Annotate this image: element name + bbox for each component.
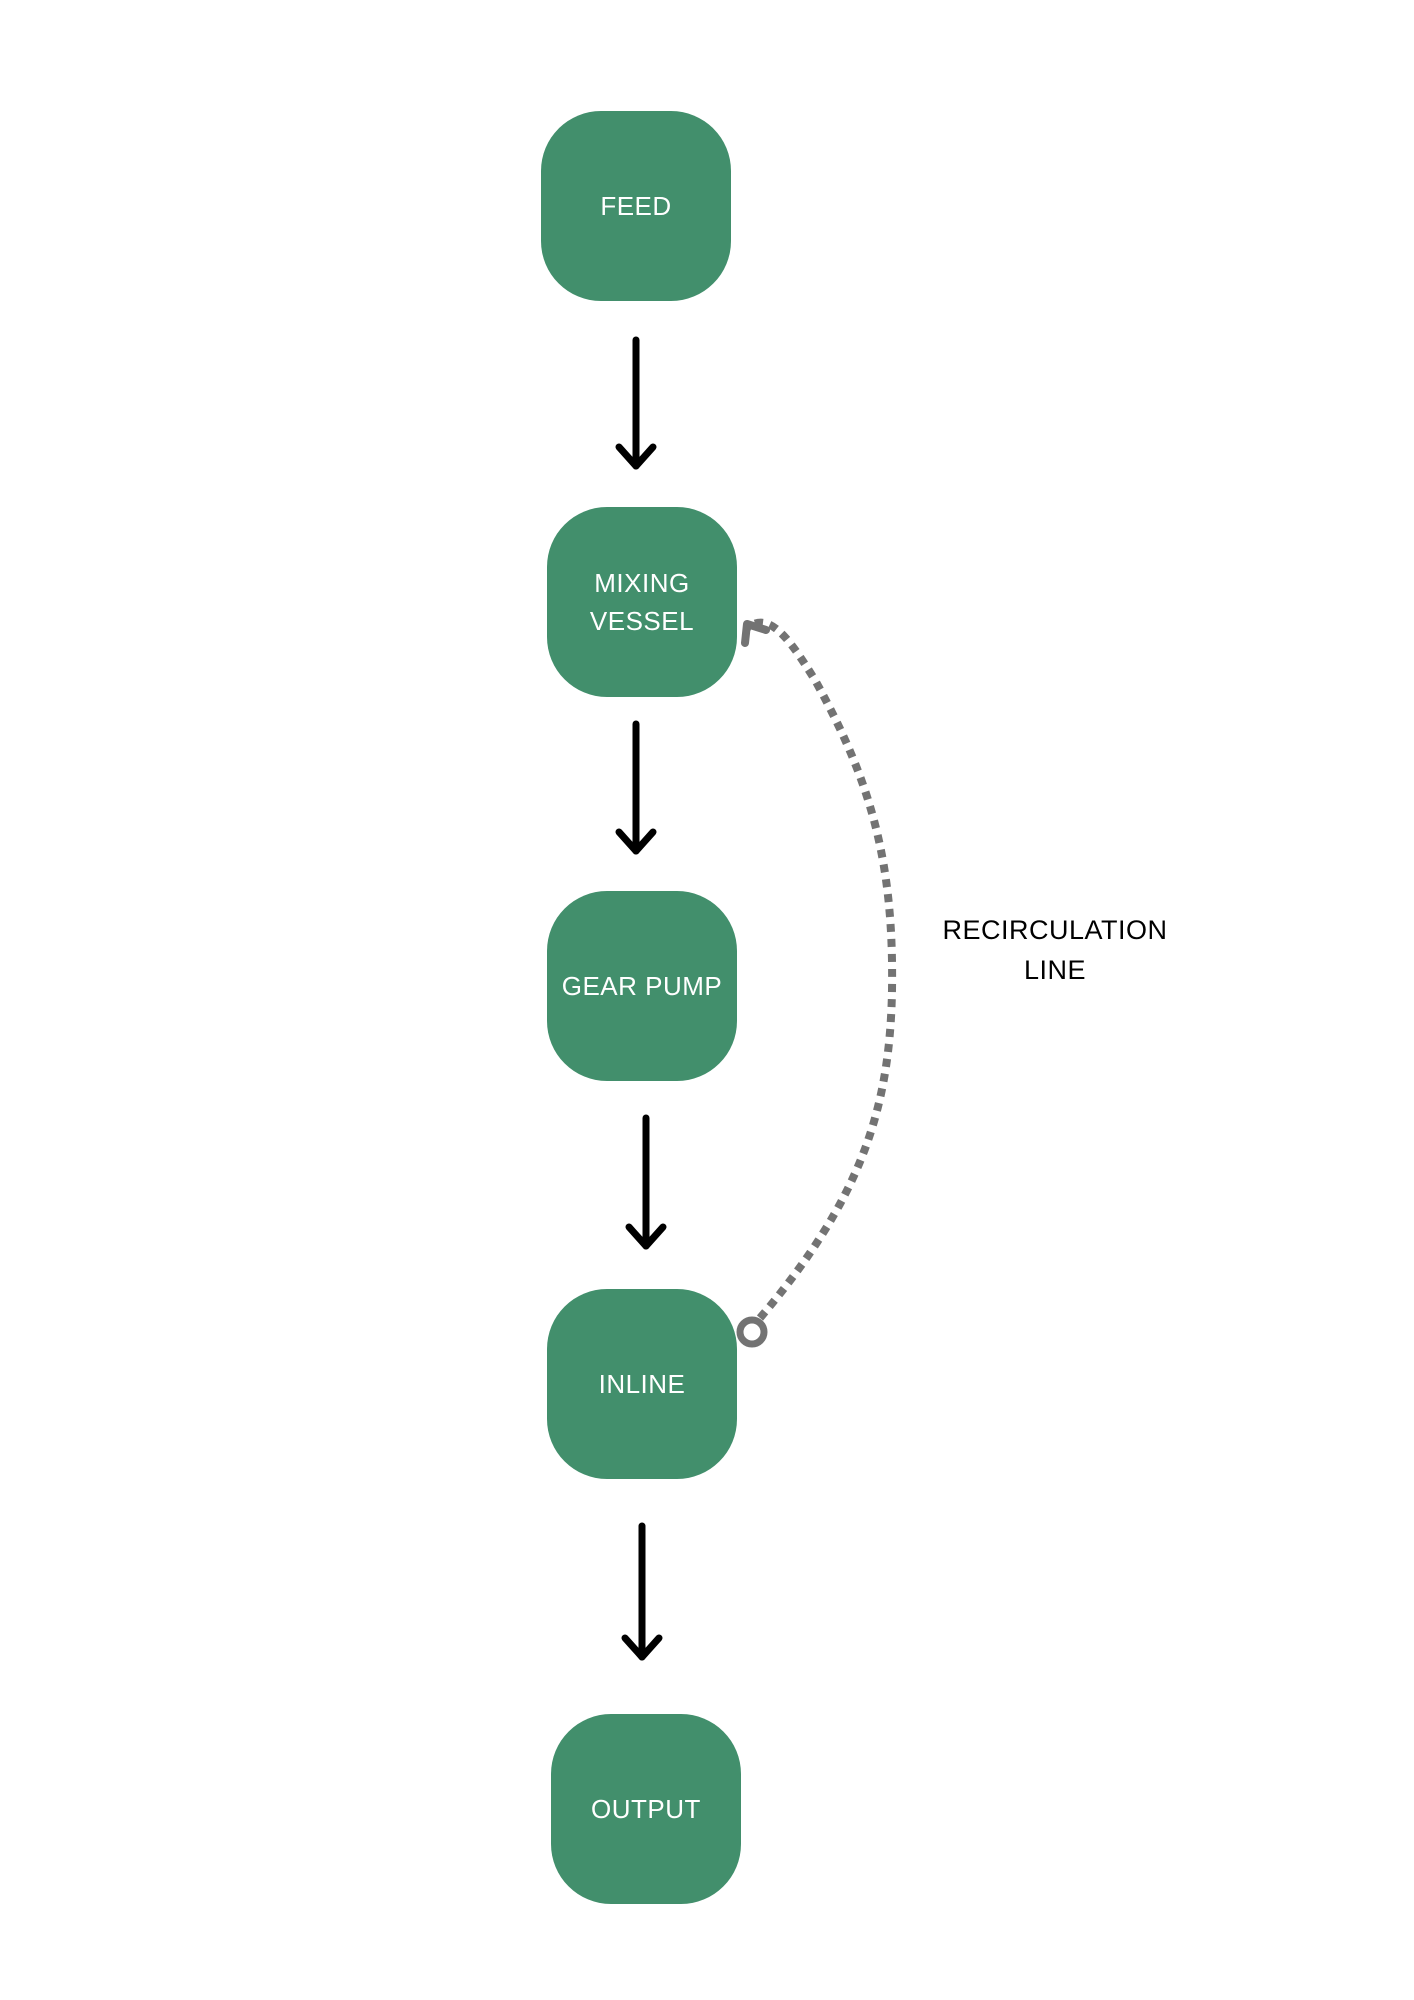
recirculation-origin-marker <box>736 1316 768 1348</box>
node-inline: INLINE <box>547 1289 737 1479</box>
node-mixing-vessel: MIXING VESSEL <box>547 507 737 697</box>
node-gear-pump: GEAR PUMP <box>547 891 737 1081</box>
arrow-inline-to-output <box>621 1522 663 1661</box>
arrow-mixing-to-gear <box>615 720 657 855</box>
arrow-gear-to-inline <box>625 1114 667 1250</box>
node-output: OUTPUT <box>551 1714 741 1904</box>
arrow-feed-to-mixing <box>615 336 657 470</box>
recirculation-arrowhead <box>741 620 770 647</box>
recirculation-path <box>744 618 897 1321</box>
recirculation-line <box>736 618 897 1348</box>
node-feed: FEED <box>541 111 731 301</box>
recirculation-label: RECIRCULATION LINE <box>942 915 1168 985</box>
